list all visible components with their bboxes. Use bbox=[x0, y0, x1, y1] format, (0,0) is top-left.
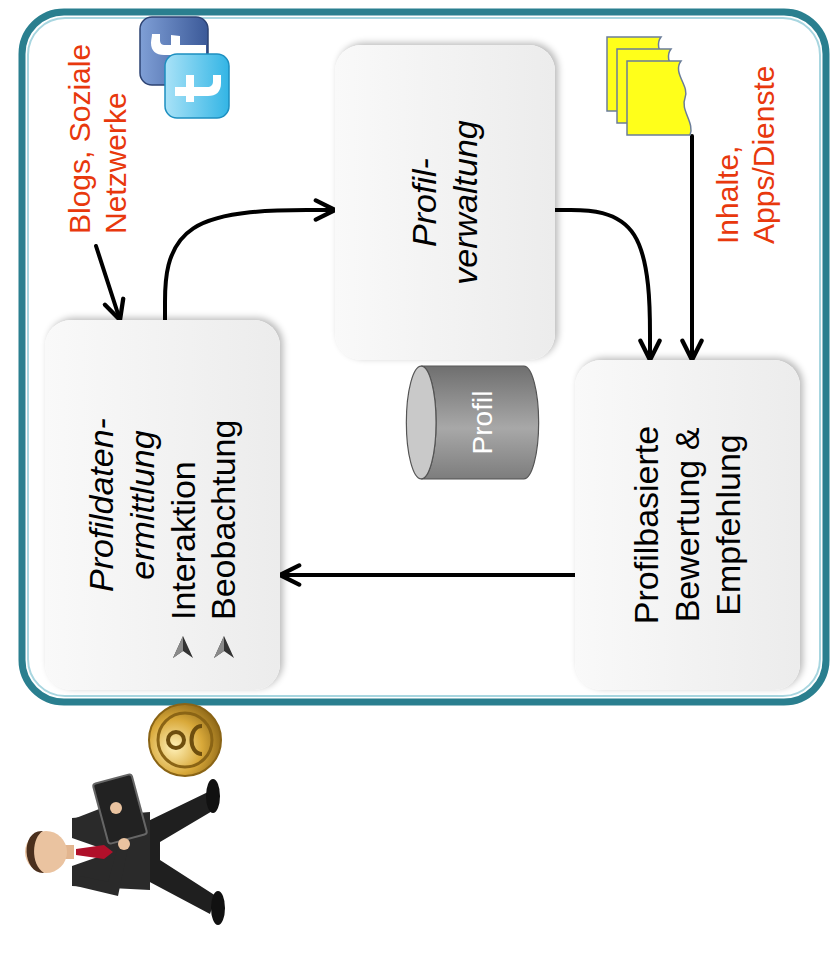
text-row: Inhalte, Apps/Dienste bbox=[710, 36, 782, 244]
arm bbox=[76, 846, 128, 896]
flow-arrow bbox=[690, 136, 694, 360]
node-label: Profilbasierte Bewertung & Empfehlung bbox=[626, 394, 748, 656]
shoe bbox=[206, 779, 220, 813]
bullet-arrow bbox=[170, 634, 196, 660]
cylinder-top bbox=[406, 366, 436, 479]
text-row: Beobachtung bbox=[203, 332, 244, 660]
flow-arrow bbox=[96, 246, 120, 320]
text-row: Blogs, Soziale Netzwerke bbox=[62, 36, 134, 234]
gold-ring bbox=[158, 713, 212, 767]
document-page bbox=[627, 61, 691, 135]
cylinder-body bbox=[421, 366, 538, 479]
bullet-facet bbox=[214, 636, 224, 658]
tablet bbox=[93, 774, 148, 844]
text-row: Profil bbox=[466, 377, 500, 468]
businessman-figure bbox=[25, 774, 225, 925]
twitter-glyph bbox=[175, 75, 221, 102]
trousers bbox=[146, 792, 216, 914]
hand bbox=[110, 802, 122, 814]
text-row: Profildaten- ermittlung bbox=[81, 332, 163, 678]
node-label: Inhalte, Apps/Dienste bbox=[710, 36, 782, 244]
bullet-text: Beobachtung bbox=[203, 420, 244, 620]
person-body bbox=[192, 726, 203, 754]
process-box: Profilbasierte Bewertung & Empfehlung bbox=[575, 360, 800, 690]
flow-arrow bbox=[555, 210, 650, 360]
flow-arrow bbox=[280, 573, 575, 577]
bullet-shape bbox=[214, 636, 234, 658]
text-row: Profil- verwaltung bbox=[404, 57, 486, 348]
twitter-icon bbox=[165, 54, 229, 118]
document-stack bbox=[606, 36, 696, 136]
hand bbox=[118, 838, 130, 850]
flow-arrow bbox=[165, 210, 335, 320]
head bbox=[25, 831, 67, 873]
social-icons bbox=[140, 17, 229, 118]
bullet-text: Interaktion bbox=[163, 461, 204, 620]
node-label: Profil- verwaltung bbox=[404, 93, 486, 313]
frame-border bbox=[22, 12, 826, 702]
source-label: Blogs, Soziale Netzwerke bbox=[56, 24, 140, 246]
node-label: Profil bbox=[466, 391, 500, 455]
bullet-facet bbox=[173, 636, 183, 658]
database-cylinder: Profil bbox=[405, 365, 540, 480]
tie bbox=[76, 845, 113, 859]
shoe bbox=[211, 891, 225, 925]
bullet-shape bbox=[173, 636, 193, 658]
hair bbox=[27, 831, 44, 873]
frame-inner-line bbox=[28, 18, 820, 696]
user-profile-icon bbox=[149, 704, 221, 776]
person-head bbox=[168, 732, 184, 748]
node-label: Blogs, Soziale Netzwerke bbox=[62, 36, 134, 234]
shirt bbox=[72, 838, 112, 866]
text-row: Interaktion bbox=[163, 332, 204, 660]
bullet-arrow bbox=[211, 634, 237, 660]
content-source: Inhalte, Apps/Dienste bbox=[600, 24, 795, 256]
process-box: Profil- verwaltung bbox=[335, 45, 555, 360]
process-box: Profildaten- ermittlungInteraktionBeobac… bbox=[45, 320, 280, 690]
text-row: Profilbasierte Bewertung & Empfehlung bbox=[626, 372, 748, 678]
node-label: Profildaten- ermittlung bbox=[81, 380, 163, 630]
gold-disc bbox=[149, 704, 221, 776]
